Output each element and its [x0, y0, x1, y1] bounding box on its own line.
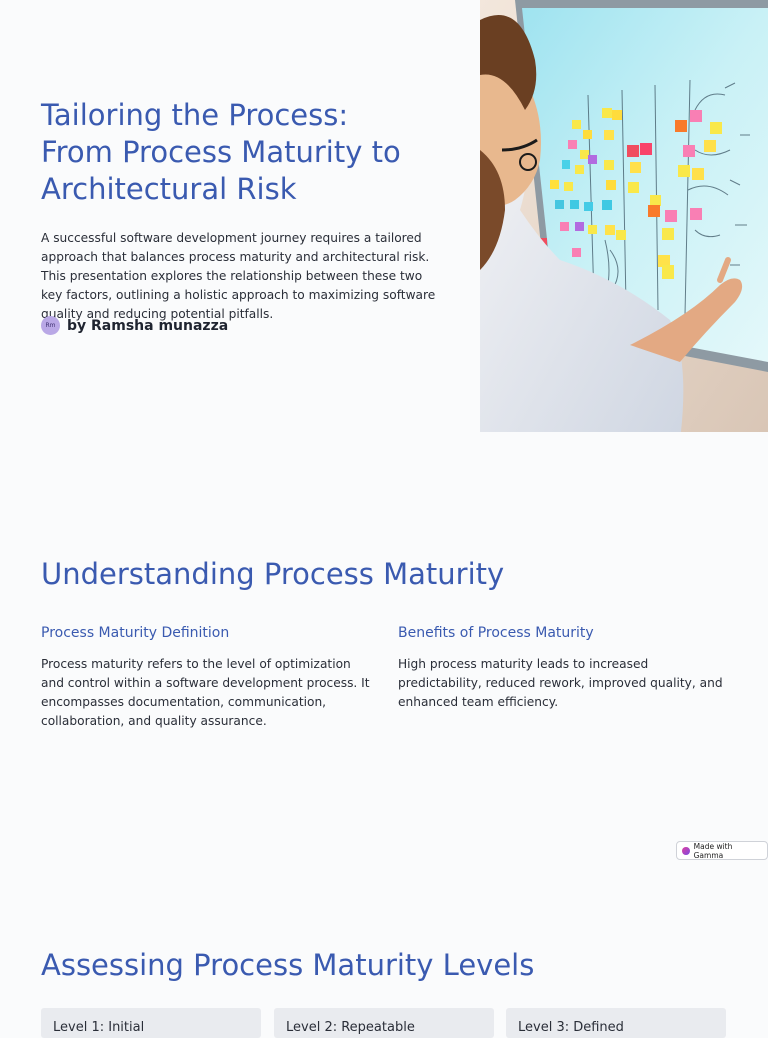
page-title: Tailoring the Process: From Process Matu…: [41, 97, 461, 208]
title-line-2: From Process Maturity to: [41, 135, 401, 169]
level-card-3: Level 3: Defined: [506, 1008, 726, 1038]
understanding-slide: Understanding Process Maturity Process M…: [0, 432, 768, 868]
author-byline: Rm by Ramsha munazza: [41, 316, 228, 335]
title-line-3: Architectural Risk: [41, 172, 297, 206]
assessing-heading: Assessing Process Maturity Levels: [41, 948, 535, 982]
benefits-title: Benefits of Process Maturity: [398, 625, 594, 641]
definition-title: Process Maturity Definition: [41, 625, 230, 641]
level-card-label: Level 3: Defined: [518, 1020, 624, 1035]
whiteboard-photo: [480, 0, 768, 432]
level-card-1: Level 1: Initial: [41, 1008, 261, 1038]
benefits-text: High process maturity leads to increased…: [398, 657, 723, 709]
section-heading: Understanding Process Maturity: [41, 557, 505, 591]
definition-text: Process maturity refers to the level of …: [41, 657, 370, 728]
title-slide: Tailoring the Process: From Process Matu…: [0, 0, 768, 432]
intro-paragraph: A successful software development journe…: [41, 231, 436, 321]
gamma-logo-icon: [682, 846, 690, 855]
level-card-label: Level 2: Repeatable: [286, 1020, 415, 1035]
made-with-gamma-badge[interactable]: Made with Gamma: [676, 841, 768, 860]
level-card-2: Level 2: Repeatable: [274, 1008, 494, 1038]
author-name: by Ramsha munazza: [67, 317, 229, 334]
avatar: Rm: [41, 316, 60, 335]
level-card-label: Level 1: Initial: [53, 1020, 145, 1035]
badge-label: Made with Gamma: [693, 841, 733, 860]
title-line-1: Tailoring the Process:: [41, 98, 349, 132]
